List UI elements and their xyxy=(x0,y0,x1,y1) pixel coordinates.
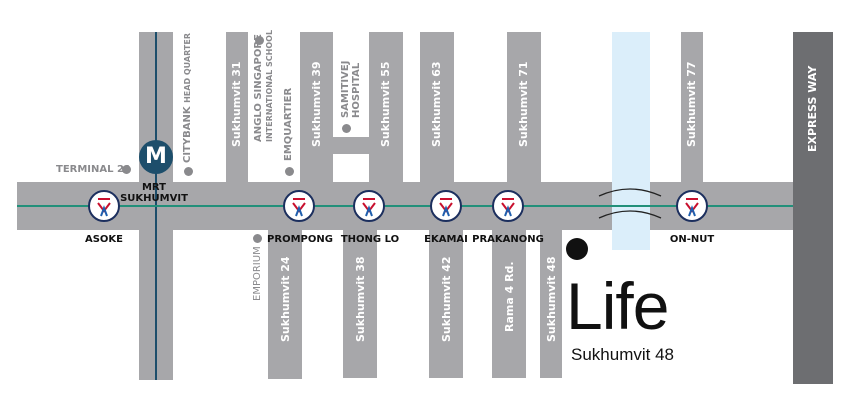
label-sukhumvit-63: Sukhumvit 63 xyxy=(430,61,443,147)
project-logo: Life xyxy=(566,269,669,343)
station-label-asoke: ASOKE xyxy=(84,234,124,245)
bts-prakanong-icon xyxy=(492,190,524,222)
project-subtitle: Sukhumvit 48 xyxy=(571,345,674,364)
expressway-label: EXPRESS WAY xyxy=(806,65,819,152)
road-sukhumvit-39 xyxy=(300,32,333,182)
project-location-marker xyxy=(566,238,588,260)
emporium-dot xyxy=(253,234,262,243)
bts-asoke-icon xyxy=(88,190,120,222)
bridge-icon xyxy=(598,188,662,219)
poi-citybank: CITYBANK HEAD QUARTER xyxy=(182,33,193,163)
mrt-sukhumvit-icon: M xyxy=(139,140,173,174)
road-sukhumvit-42 xyxy=(429,230,463,378)
poi-terminal21: TERMINAL 21 xyxy=(56,164,131,175)
bts-thonglo-icon xyxy=(353,190,385,222)
expressway xyxy=(793,32,833,384)
bts-ekamai-icon xyxy=(430,190,462,222)
bts-prompong-icon xyxy=(283,190,315,222)
citybank-dot xyxy=(184,167,193,176)
label-sukhumvit-42: Sukhumvit 42 xyxy=(440,256,453,342)
station-label-ekamai: EKAMAI xyxy=(424,234,468,245)
label-sukhumvit-77: Sukhumvit 77 xyxy=(685,61,698,147)
bts-onnut-icon xyxy=(676,190,708,222)
road-rama-4 xyxy=(492,230,526,378)
label-rama-4: Rama 4 Rd. xyxy=(503,261,516,332)
anglo-dot xyxy=(255,36,264,45)
label-sukhumvit-71: Sukhumvit 71 xyxy=(517,61,530,147)
label-sukhumvit-55: Sukhumvit 55 xyxy=(379,61,392,147)
road-sukhumvit-71 xyxy=(507,32,541,182)
poi-emquartier: EMQUARTIER xyxy=(283,87,294,161)
road-sukhumvit-24 xyxy=(268,230,302,379)
label-sukhumvit-24: Sukhumvit 24 xyxy=(279,256,292,342)
road-sukhumvit-48 xyxy=(540,230,562,378)
samitivej-dot xyxy=(342,124,351,133)
emquartier-dot xyxy=(285,167,294,176)
label-sukhumvit-31: Sukhumvit 31 xyxy=(230,61,243,147)
station-label-prompong: PROMPONG xyxy=(267,234,333,245)
station-label-onnut: ON-NUT xyxy=(669,234,715,245)
poi-emporium: EMPORIUM xyxy=(252,246,263,301)
road-sukhumvit-55 xyxy=(369,32,403,182)
label-sukhumvit-38: Sukhumvit 38 xyxy=(354,256,367,342)
station-label-thonglo: THONG LO xyxy=(340,234,400,245)
road-samitivej-connector xyxy=(333,137,369,154)
road-sukhumvit-77 xyxy=(681,32,703,182)
road-sukhumvit-31 xyxy=(226,32,248,182)
road-sukhumvit-38 xyxy=(343,230,377,378)
terminal21-dot xyxy=(122,165,131,174)
bts-line xyxy=(17,205,793,207)
station-label-prakanong: PRAKANONG xyxy=(472,234,544,245)
label-sukhumvit-39: Sukhumvit 39 xyxy=(310,61,323,147)
label-sukhumvit-48: Sukhumvit 48 xyxy=(545,256,558,342)
road-sukhumvit-63 xyxy=(420,32,454,182)
